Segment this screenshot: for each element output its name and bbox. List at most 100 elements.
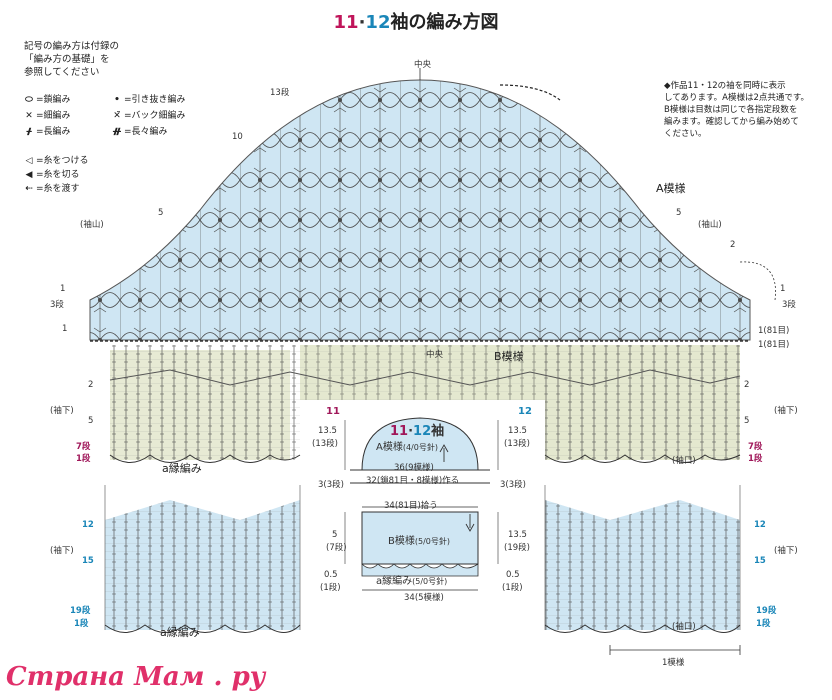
right-note-line: 編みます。確認してから編み始めて bbox=[664, 117, 799, 127]
legend-item: •=引き抜き編み bbox=[110, 92, 185, 105]
back-sc-icon: ✕̃ bbox=[113, 111, 121, 121]
right-note-line: ◆作品11・12の袖を同時に表示 bbox=[664, 81, 786, 91]
schematic-edge-rows-right: (1段) bbox=[502, 583, 523, 593]
right-note-line: B模様は目数は同じで各指定段数を bbox=[664, 105, 798, 115]
row-label-13: 13段 bbox=[270, 88, 290, 98]
schematic-a-rows-left: (13段) bbox=[312, 439, 338, 449]
watermark: Страна Мам . ру bbox=[6, 662, 266, 692]
mid-row-right-1: 1段 bbox=[748, 454, 763, 464]
slip-icon: • bbox=[114, 95, 120, 105]
sleeve-cap-chart bbox=[89, 68, 776, 342]
row-label-right-3: 3段 bbox=[782, 300, 796, 310]
mid-row-right-2: 2 bbox=[744, 380, 750, 390]
bot-row-right-12: 12 bbox=[754, 520, 766, 530]
schematic-edge-right: 0.5 bbox=[506, 570, 520, 580]
center-label-b: 中央 bbox=[426, 350, 444, 360]
mid-row-1: 1段 bbox=[76, 454, 91, 464]
one-repeat-label: 1模様 bbox=[662, 658, 685, 668]
legend-item: ᚋ=長編み bbox=[22, 124, 102, 137]
join-icon: ◁ bbox=[25, 156, 33, 166]
sleeve-cap-label: (袖山) bbox=[80, 220, 104, 230]
mid-row-5: 5 bbox=[88, 416, 94, 426]
sleeve-under-label-bot-right: (袖下) bbox=[774, 546, 798, 556]
legend-item: ⇠=糸を渡す bbox=[22, 182, 89, 196]
dc-icon: ᚋ bbox=[26, 127, 32, 137]
page-title: 11·12袖の編み方図 bbox=[0, 8, 832, 34]
carry-icon: ⇠ bbox=[25, 184, 33, 194]
bot-row-right-1: 1段 bbox=[756, 619, 771, 629]
title-number-12: 12 bbox=[365, 12, 391, 33]
schematic-edge-left: 0.5 bbox=[324, 570, 338, 580]
stitch-legend: ⬭=鎖編み •=引き抜き編み ✕=細編み ✕̃=バック細編み ᚋ=長編み ᚌ=長… bbox=[22, 92, 192, 137]
title-number-11: 11 bbox=[333, 12, 359, 33]
mid-row-2: 2 bbox=[88, 380, 94, 390]
bot-row-right-15: 15 bbox=[754, 556, 766, 566]
sleeve-cap-label-right: (袖山) bbox=[698, 220, 722, 230]
schematic-a-height-right: 13.5 bbox=[508, 426, 527, 436]
edge-a-label-bot: a縁編み bbox=[160, 626, 200, 639]
mid-row-7: 7段 bbox=[76, 442, 91, 452]
legend-item: ✕=細編み bbox=[22, 108, 102, 121]
legend-item: ᚌ=長々編み bbox=[110, 124, 168, 137]
schematic-b-rows-right: (19段) bbox=[504, 543, 530, 553]
schematic-label-12: 12 bbox=[518, 406, 532, 417]
row-label-right-5: 5 bbox=[676, 208, 682, 218]
schematic-b-rows-left: (7段) bbox=[326, 543, 347, 553]
sleeve-body-chart-11 bbox=[109, 345, 741, 463]
title-dot: · bbox=[358, 12, 366, 33]
schematic-width-32: 32(鎖81目・8模様)作る bbox=[366, 476, 460, 486]
sleeve-under-label: (袖下) bbox=[50, 406, 74, 416]
cuff-label-bot: (袖口) bbox=[672, 622, 696, 632]
sleeve-under-label-right: (袖下) bbox=[774, 406, 798, 416]
schematic-a-rows-right: (13段) bbox=[504, 439, 530, 449]
cut-icon: ◀ bbox=[25, 170, 33, 180]
title-text: 袖の編み方図 bbox=[390, 12, 499, 33]
sc-icon: ✕ bbox=[25, 111, 33, 121]
schematic-a-height-left: 13.5 bbox=[318, 426, 337, 436]
schematic-edge-label: a縁編み(5/0号針) bbox=[376, 576, 448, 587]
schematic-label-11: 11 bbox=[326, 406, 340, 417]
right-note: ◆作品11・12の袖を同時に表示 してあります。A模様は2点共通です。 B模様は… bbox=[664, 80, 809, 140]
schematic-b-pattern: B模様(5/0号針) bbox=[388, 536, 450, 547]
row-label-10: 10 bbox=[232, 132, 243, 142]
schematic-width-34-bottom: 34(5模様) bbox=[404, 593, 444, 603]
bot-row-right-19: 19段 bbox=[756, 606, 777, 616]
bot-row-15: 15 bbox=[82, 556, 94, 566]
bot-row-12: 12 bbox=[82, 520, 94, 530]
sleeve-under-label-bot: (袖下) bbox=[50, 546, 74, 556]
row-label-right-81a: 1(81目) bbox=[758, 326, 790, 336]
right-note-line: してあります。A模様は2点共通です。 bbox=[664, 93, 810, 103]
mid-row-right-5: 5 bbox=[744, 416, 750, 426]
tr-icon: ᚌ bbox=[113, 127, 121, 137]
pattern-a-label: A模様 bbox=[656, 182, 686, 195]
schematic-width-34-top: 34(81目)拾う bbox=[384, 501, 438, 511]
left-note-line: 「編み方の基礎」を bbox=[24, 54, 110, 65]
row-label-5: 5 bbox=[158, 208, 164, 218]
row-label-right-81b: 1(81目) bbox=[758, 340, 790, 350]
left-note-line: 記号の編み方は付録の bbox=[24, 41, 120, 52]
schematic-edge-rows-left: (1段) bbox=[320, 583, 341, 593]
sleeve-body-chart-12 bbox=[104, 485, 741, 655]
row-label-right-2: 2 bbox=[730, 240, 736, 250]
schematic-title: 11·12袖 bbox=[390, 424, 445, 439]
row-label-1b: 1 bbox=[62, 324, 68, 334]
edge-a-label: a縁編み bbox=[162, 462, 202, 475]
left-note-line: 参照してください bbox=[24, 67, 100, 78]
legend-item: ⬭=鎖編み bbox=[22, 92, 102, 105]
legend-item: ◀=糸を切る bbox=[22, 168, 89, 182]
left-note: 記号の編み方は付録の 「編み方の基礎」を 参照してください bbox=[24, 40, 119, 79]
bot-row-1: 1段 bbox=[74, 619, 89, 629]
schematic-a-pattern: A模様(4/0号針) bbox=[376, 442, 438, 453]
cuff-label: (袖口) bbox=[672, 456, 696, 466]
row-label-1: 1 bbox=[60, 284, 66, 294]
legend-item: ✕̃=バック細編み bbox=[110, 108, 185, 121]
center-label: 中央 bbox=[414, 60, 432, 70]
row-label-right-1: 1 bbox=[780, 284, 786, 294]
schematic-b-height-left: 5 bbox=[332, 530, 338, 540]
sleeve-schematic bbox=[344, 417, 499, 591]
schematic-b-height-right: 13.5 bbox=[508, 530, 527, 540]
yarn-legend: ◁=糸をつける ◀=糸を切る ⇠=糸を渡す bbox=[22, 154, 89, 196]
bot-row-19: 19段 bbox=[70, 606, 91, 616]
legend-item: ◁=糸をつける bbox=[22, 154, 89, 168]
